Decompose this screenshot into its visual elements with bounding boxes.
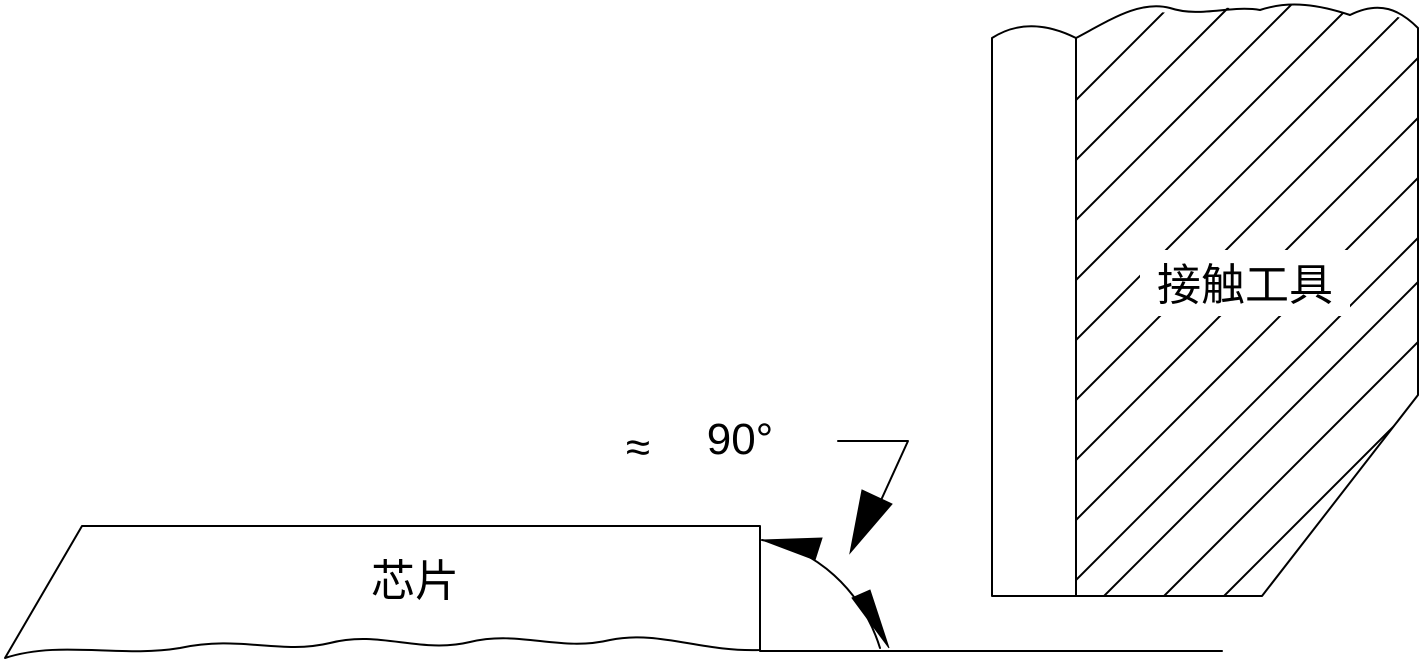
angle-arrowhead-bottom	[851, 589, 890, 649]
angle-arrowhead-left	[761, 537, 823, 561]
approx-symbol: ≈	[626, 423, 650, 472]
contact-tool-label-bg	[1140, 250, 1350, 316]
leader-arrowhead	[849, 489, 893, 555]
chip-body	[4, 525, 761, 659]
contact-tool-hatching	[1076, 5, 1418, 596]
contact-tool-body	[991, 3, 1419, 597]
angle-value: 90°	[707, 415, 774, 464]
leader-line	[837, 440, 909, 521]
chip-label: 芯片	[371, 557, 459, 606]
contact-tool-label: 接触工具	[1157, 261, 1333, 310]
